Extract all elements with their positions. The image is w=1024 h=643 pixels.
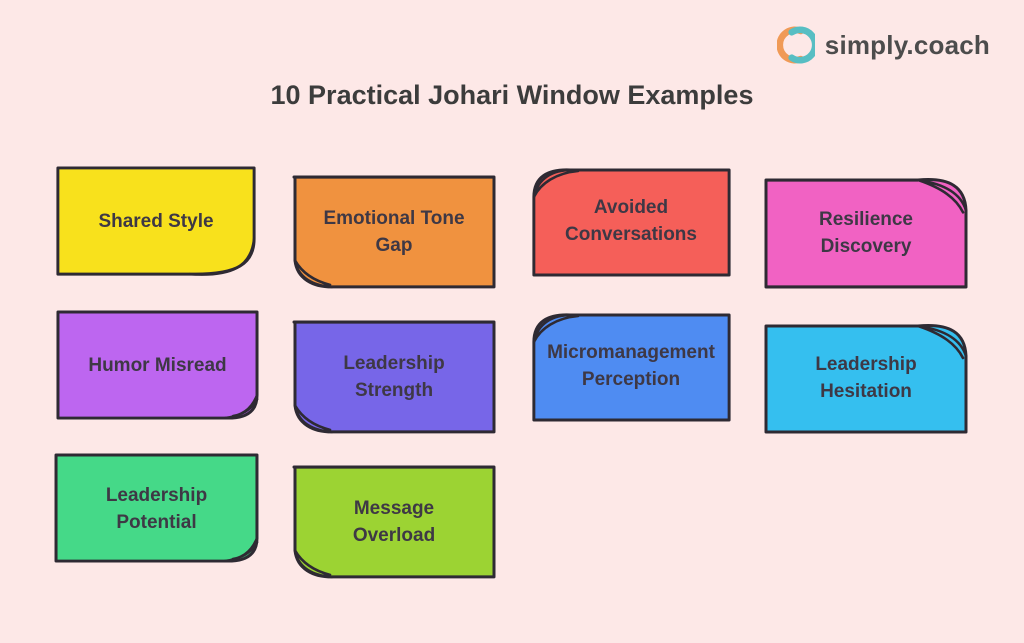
sticky-note-label: Micromanagement Perception <box>547 342 715 390</box>
logo-text: simply.coach <box>824 29 990 60</box>
sticky-note-emotional-tone-gap: Emotional Tone Gap <box>288 173 500 293</box>
sticky-note-label: Shared Style <box>98 210 214 232</box>
sticky-note-shape <box>56 310 259 420</box>
simply-coach-logo: simply.coach <box>776 26 990 64</box>
sticky-note-shape <box>292 175 496 289</box>
sticky-note-shape <box>56 166 256 276</box>
sticky-note-label: Emotional Tone Gap <box>323 208 465 256</box>
sticky-note-shape <box>764 323 968 434</box>
sticky-note-leadership-hesitation: Leadership Hesitation <box>760 320 972 438</box>
sticky-note-shape <box>532 313 731 422</box>
sticky-note-label: Leadership Hesitation <box>815 354 917 402</box>
sticky-note-label: Message Overload <box>352 498 436 546</box>
sticky-note-label: Humor Misread <box>88 355 227 377</box>
sticky-note-humor-misread: Humor Misread <box>52 308 263 425</box>
sticky-note-shared-style: Shared Style <box>52 164 260 280</box>
sticky-note-resilience-discovery: Resilience Discovery <box>760 174 972 293</box>
sticky-note-message-overload: Message Overload <box>288 463 500 583</box>
sticky-note-leadership-strength: Leadership Strength <box>288 318 500 438</box>
sticky-note-shape <box>764 178 968 289</box>
sticky-note-label: Leadership Potential <box>105 484 208 533</box>
sticky-note-shape <box>292 465 496 579</box>
sticky-note-label: Avoided Conversations <box>565 197 697 245</box>
sticky-note-micromanagement-perception: Micromanagement Perception <box>527 308 735 426</box>
sticky-note-leadership-potential: Leadership Potential <box>50 451 263 568</box>
sticky-note-avoided-conversations: Avoided Conversations <box>527 163 735 281</box>
simply-coach-logo-icon <box>776 26 815 64</box>
sticky-note-shape <box>292 320 496 434</box>
sticky-note-label: Leadership Strength <box>343 353 445 401</box>
page-title: 10 Practical Johari Window Examples <box>270 80 754 110</box>
sticky-note-label: Resilience Discovery <box>819 208 913 257</box>
sticky-note-shape <box>532 168 731 277</box>
sticky-note-shape <box>54 453 259 563</box>
